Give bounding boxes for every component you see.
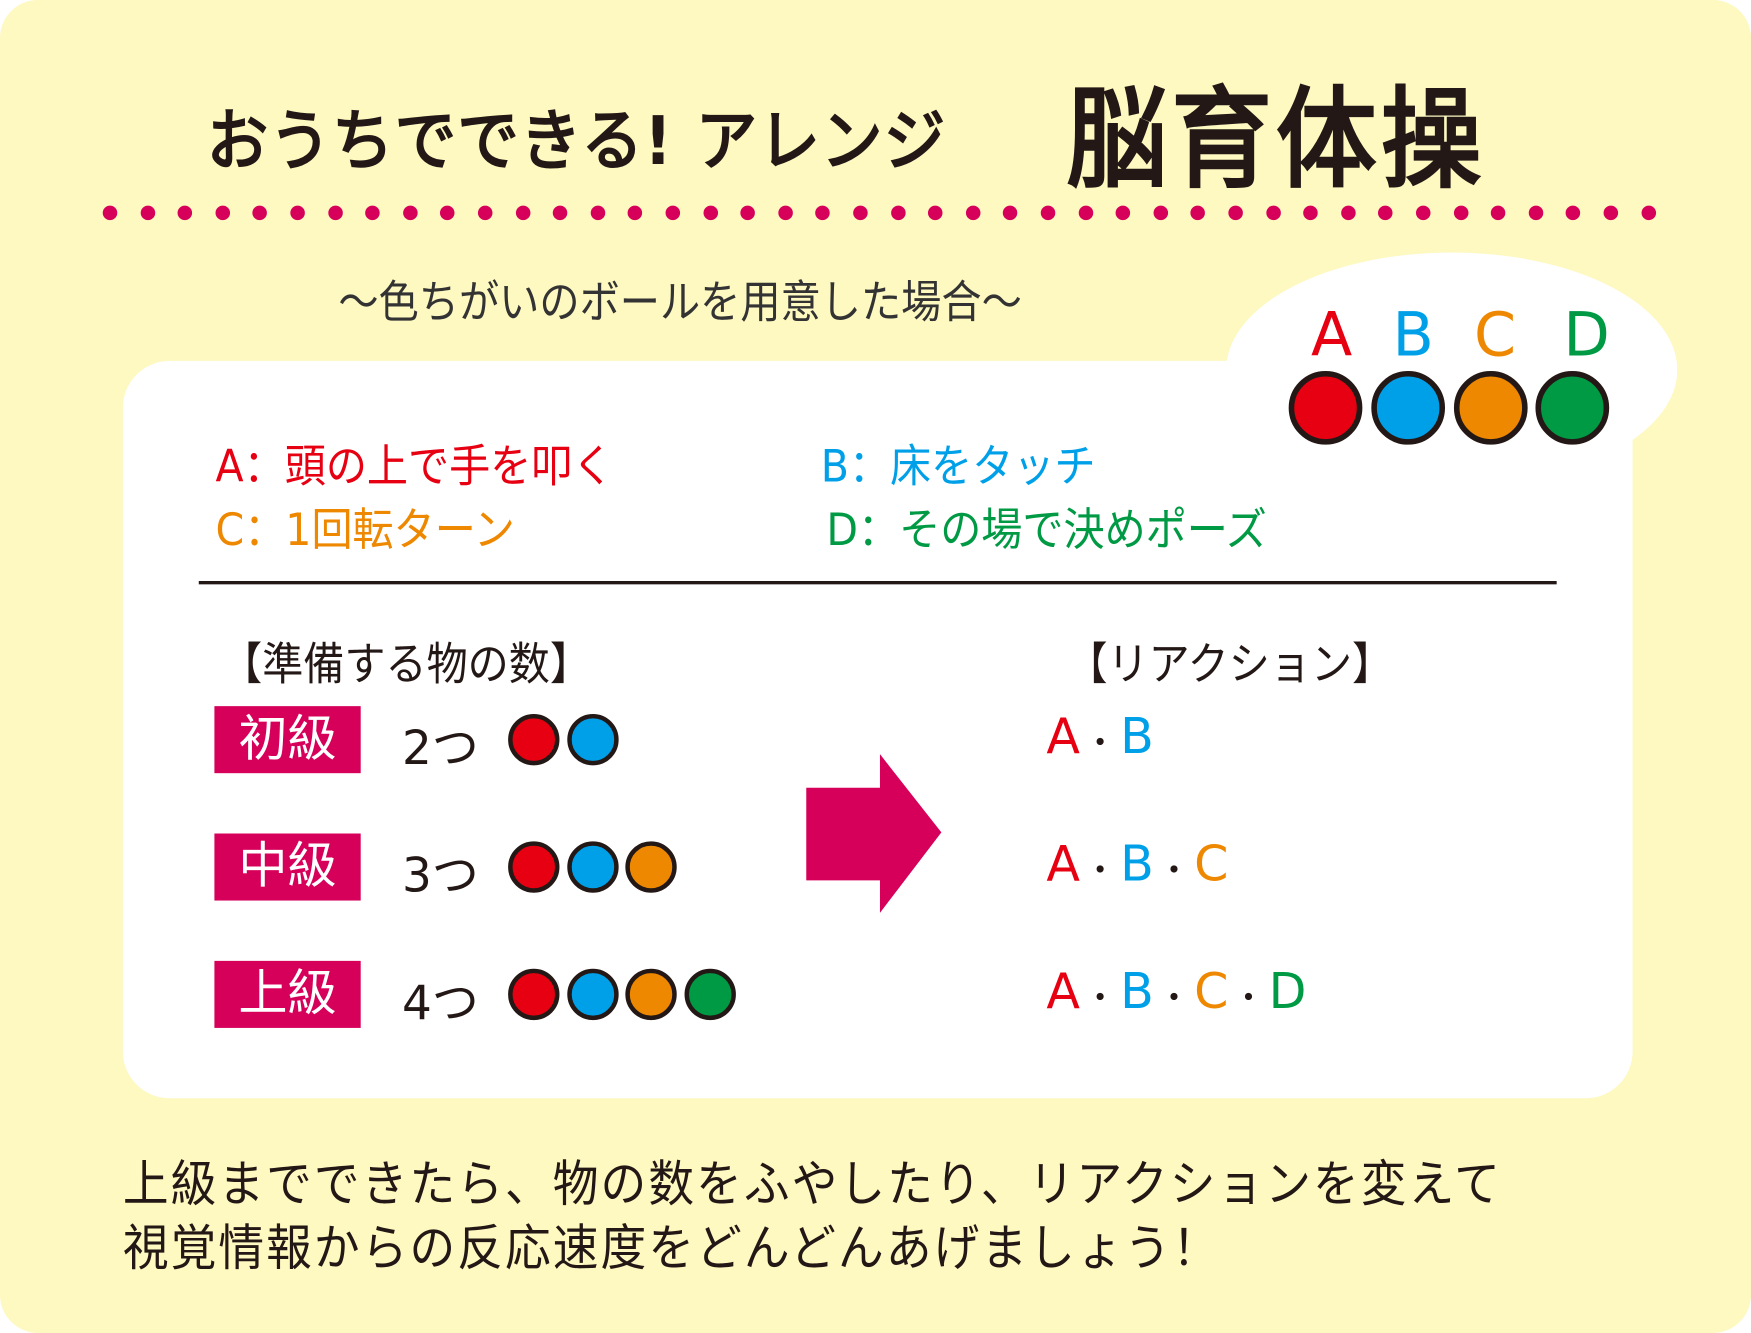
divider-dot xyxy=(215,205,230,221)
ball-d-icon xyxy=(1535,370,1610,445)
divider-dot xyxy=(853,205,868,221)
level-badge: 上級 xyxy=(214,960,361,1028)
ball-c-icon xyxy=(625,841,677,893)
divider-dot xyxy=(1378,205,1393,221)
ball-b-icon xyxy=(566,968,619,1021)
divider-dot xyxy=(1190,205,1206,221)
reaction-d: D xyxy=(1268,963,1307,1021)
item-count: 4つ xyxy=(402,975,479,1031)
ball-a-icon xyxy=(1288,370,1363,445)
header-items: 【準備する物の数】 xyxy=(221,639,591,691)
divider-dot xyxy=(290,205,305,221)
divider-dot xyxy=(628,205,643,221)
divider-dot xyxy=(1415,205,1431,221)
reaction-b: B xyxy=(1120,708,1154,766)
divider-dot xyxy=(140,205,155,221)
ball-b-icon xyxy=(566,713,619,766)
divider-dot xyxy=(1566,205,1581,221)
separator: ・ xyxy=(1083,978,1117,1018)
legend-d: D：その場で決めポーズ xyxy=(826,505,1267,557)
reaction-sequence: A・B xyxy=(1046,708,1154,765)
ball-label-c: C xyxy=(1474,299,1517,370)
reaction-c: C xyxy=(1194,835,1229,893)
divider-dot xyxy=(102,205,118,221)
divider-dot xyxy=(402,205,418,221)
separator: ・ xyxy=(1157,978,1191,1018)
divider-dot xyxy=(365,205,380,221)
divider-dot xyxy=(928,205,943,221)
divider-dot xyxy=(665,205,681,221)
ball-a-icon xyxy=(508,713,560,766)
divider-dot xyxy=(1265,205,1281,221)
divider-dot xyxy=(1491,205,1506,221)
divider-dot xyxy=(778,205,793,221)
separator: ・ xyxy=(1083,851,1117,891)
item-count: 3つ xyxy=(402,848,479,903)
divider-dot xyxy=(1528,205,1544,221)
divider-dot xyxy=(1115,205,1131,221)
item-count: 2つ xyxy=(402,720,479,776)
divider-dot xyxy=(440,205,455,221)
divider-dot xyxy=(1453,205,1469,221)
divider-line xyxy=(198,580,1557,585)
divider-dot xyxy=(1641,205,1656,221)
separator: ・ xyxy=(1157,851,1191,891)
arrow-right-icon xyxy=(806,754,942,913)
reaction-c: C xyxy=(1194,963,1229,1021)
divider-dot xyxy=(477,205,493,221)
ball-label-b: B xyxy=(1392,299,1434,370)
ball-c-icon xyxy=(1453,370,1528,445)
divider-dot xyxy=(1603,205,1619,221)
divider-dot xyxy=(1078,205,1093,221)
divider-dot xyxy=(177,205,193,221)
divider-dot xyxy=(1003,205,1018,221)
ball-b-icon xyxy=(1371,370,1446,445)
ball-a-icon xyxy=(508,968,560,1021)
reaction-a: A xyxy=(1046,963,1080,1021)
dotted-divider xyxy=(102,205,1657,222)
level-badge: 中級 xyxy=(214,833,361,901)
reaction-b: B xyxy=(1120,963,1154,1021)
divider-dot xyxy=(515,205,530,221)
legend-b: B：床をタッチ xyxy=(820,441,1096,493)
separator: ・ xyxy=(1231,978,1266,1018)
ball-a-icon xyxy=(508,841,560,893)
footer-line-2: 視覚情報からの反応速度をどんどんあげましょう！ xyxy=(122,1220,1221,1278)
reaction-b: B xyxy=(1120,835,1154,893)
header-reaction: 【リアクション】 xyxy=(1066,639,1394,691)
divider-dot xyxy=(1303,205,1318,221)
divider-dot xyxy=(552,205,568,221)
title-main: おうちでできる! アレンジ xyxy=(206,102,947,182)
divider-dot xyxy=(1040,205,1056,221)
legend-a: A：頭の上で手を叩く xyxy=(215,441,614,493)
divider-dot xyxy=(252,205,268,221)
divider-dot xyxy=(890,205,906,221)
content-panel xyxy=(122,360,1633,1099)
ball-d-icon xyxy=(683,968,736,1021)
divider-dot xyxy=(965,205,981,221)
legend-c: C：1回転ターン xyxy=(215,505,515,557)
separator: ・ xyxy=(1083,724,1117,764)
reaction-sequence: A・B・C・D xyxy=(1046,963,1306,1020)
reaction-sequence: A・B・C xyxy=(1046,836,1228,893)
level-badge: 初級 xyxy=(214,706,361,774)
divider-dot xyxy=(1228,205,1243,221)
reaction-a: A xyxy=(1046,708,1080,766)
subtitle: ～色ちがいのボールを用意した場合～ xyxy=(338,277,1022,329)
title-emphasis: 脳育体操 xyxy=(1066,77,1486,205)
divider-dot xyxy=(1340,205,1356,221)
divider-dot xyxy=(590,205,606,221)
divider-dot xyxy=(327,205,343,221)
ball-c-icon xyxy=(625,968,677,1021)
footer-line-1: 上級までできたら、物の数をふやしたり、リアクションを変えて xyxy=(122,1156,1502,1214)
divider-dot xyxy=(1153,205,1168,221)
divider-dot xyxy=(740,205,756,221)
ball-label-d: D xyxy=(1563,299,1610,370)
divider-dot xyxy=(815,205,831,221)
divider-dot xyxy=(703,205,718,221)
ball-b-icon xyxy=(566,841,619,893)
reaction-a: A xyxy=(1046,835,1080,893)
ball-label-a: A xyxy=(1311,299,1353,370)
